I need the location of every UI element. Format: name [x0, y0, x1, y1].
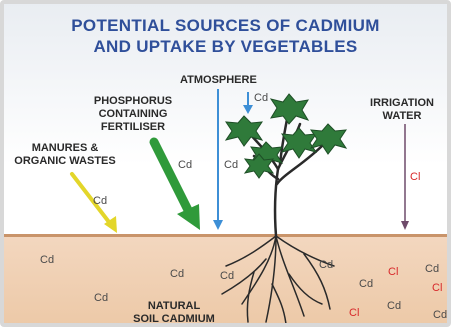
natural-soil-label-line-1: NATURAL [134, 300, 214, 312]
cd-marker-soil: Cd [40, 254, 54, 266]
cl-marker-soil: Cl [432, 282, 442, 294]
fertiliser-arrow [154, 142, 200, 230]
cd-marker-soil: Cd [94, 292, 108, 304]
irrigation-label-line-2: WATER [362, 110, 442, 122]
cd-marker-manure: Cd [93, 195, 107, 207]
cl-marker-irrigation: Cl [410, 171, 420, 183]
cd-marker-fertiliser: Cd [178, 159, 192, 171]
manures-label-line-2: ORGANIC WASTES [10, 155, 120, 167]
cl-marker-soil: Cl [349, 307, 359, 319]
cl-marker-soil: Cl [388, 266, 398, 278]
cd-marker-soil: Cd [319, 259, 333, 271]
irrigation-label-line-1: IRRIGATION [362, 97, 442, 109]
phosphorus-label-line-2: CONTAINING [93, 108, 173, 120]
cd-marker-soil: Cd [387, 300, 401, 312]
cd-marker-soil: Cd [425, 263, 439, 275]
cd-marker-atmosphere-small: Cd [254, 92, 268, 104]
natural-soil-label-line-2: SOIL CADMIUM [124, 313, 224, 325]
cd-marker-soil: Cd [359, 278, 373, 290]
phosphorus-label-line-1: PHOSPHORUS [93, 95, 173, 107]
irrigation-arrow [401, 124, 409, 230]
atmosphere-arrow-main [213, 89, 223, 230]
cd-marker-soil: Cd [220, 270, 234, 282]
phosphorus-label-line-3: FERTILISER [93, 121, 173, 133]
atmosphere-arrow-small [243, 92, 253, 114]
cd-marker-soil: Cd [170, 268, 184, 280]
plant-roots [222, 236, 334, 324]
atmosphere-label: ATMOSPHERE [180, 74, 257, 86]
cd-marker-soil: Cd [433, 309, 447, 321]
cd-marker-atmosphere: Cd [224, 159, 238, 171]
manures-label-line-1: MANURES & [10, 142, 120, 154]
